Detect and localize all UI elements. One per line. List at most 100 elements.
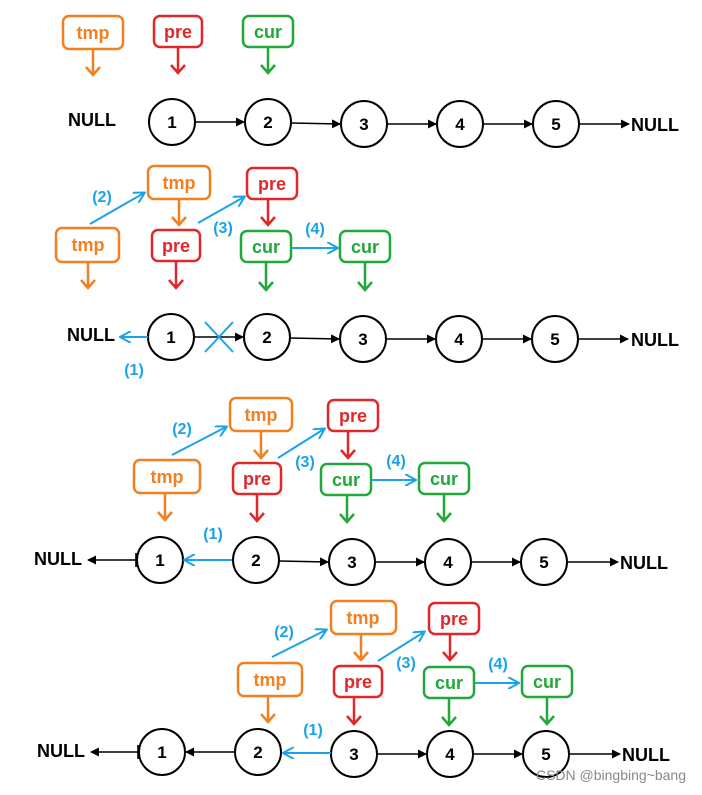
pointer-label: cur xyxy=(252,237,280,257)
down-arrow-icon xyxy=(436,495,452,523)
node-label: 5 xyxy=(550,330,559,349)
pointer-label: cur xyxy=(332,470,360,490)
pre-pointer-old: pre xyxy=(332,664,384,726)
node-label: 2 xyxy=(251,551,260,570)
step-arrow xyxy=(277,429,324,459)
node-label: 4 xyxy=(443,553,453,572)
node-label: 1 xyxy=(166,328,175,347)
row-1: NULL 1 2 3 4 5 NULL tmp pre cur xyxy=(61,14,679,148)
null-label: NULL xyxy=(620,553,668,573)
down-arrow-icon xyxy=(260,697,276,724)
row-3: NULL 1 2 3 4 5 (1) NULL tmp (2) tmp xyxy=(34,396,668,586)
node-label: 5 xyxy=(541,745,550,764)
down-arrow-icon xyxy=(441,699,457,727)
pointer-label: tmp xyxy=(72,235,105,255)
node-2: 2 xyxy=(244,98,292,146)
down-arrow-icon xyxy=(85,50,101,77)
pointer-label: pre xyxy=(344,672,372,692)
step-label: (1) xyxy=(203,526,223,543)
row-2: NULL 1 2 3 4 5 (1) NULL tmp (2) tmp xyxy=(54,164,679,379)
down-arrow-icon xyxy=(157,494,173,522)
node-4: 4 xyxy=(435,315,483,363)
null-label: NULL xyxy=(37,741,85,761)
down-arrow-icon xyxy=(260,200,276,227)
node-label: 3 xyxy=(358,330,367,349)
step-label: (4) xyxy=(305,221,325,238)
node-label: 3 xyxy=(359,115,368,134)
node-5: 5 xyxy=(531,315,579,363)
pre-pointer-new: pre xyxy=(326,398,380,460)
node-3: 3 xyxy=(328,538,376,586)
pointer-label: tmp xyxy=(151,467,184,487)
step-label: (2) xyxy=(172,421,192,438)
node-1: 1 xyxy=(138,728,186,776)
pointer-label: cur xyxy=(435,673,463,693)
node-2: 2 xyxy=(234,728,282,776)
node-1: 1 xyxy=(148,98,196,146)
node-2: 2 xyxy=(243,313,291,361)
node-label: 4 xyxy=(454,330,464,349)
step-arrow xyxy=(377,632,424,662)
step-arrow xyxy=(89,193,144,225)
node-4: 4 xyxy=(426,730,474,778)
pre-pointer-new: pre xyxy=(245,166,299,227)
cut-cross-icon xyxy=(204,321,234,353)
step-label: (2) xyxy=(92,189,112,206)
pointer-label: pre xyxy=(162,236,190,256)
node-1: 1 xyxy=(147,313,195,361)
row-4: NULL 1 2 3 4 5 (1) NULL tmp (2) tmp xyxy=(37,599,670,778)
step-label: (4) xyxy=(386,453,406,470)
tmp-pointer-new: tmp xyxy=(228,396,294,460)
node-4: 4 xyxy=(424,538,472,586)
null-label: NULL xyxy=(622,745,670,765)
step-label: (3) xyxy=(213,220,233,237)
node-label: 2 xyxy=(263,113,272,132)
pointer-label: cur xyxy=(533,672,561,692)
step-label: (1) xyxy=(124,362,144,379)
node-label: 4 xyxy=(455,115,465,134)
down-arrow-icon xyxy=(357,263,373,292)
node-label: 2 xyxy=(253,743,262,762)
pointer-label: pre xyxy=(440,609,468,629)
link-arrow xyxy=(290,119,341,129)
tmp-pointer: tmp xyxy=(61,14,125,77)
down-arrow-icon xyxy=(353,635,369,662)
pre-pointer-new: pre xyxy=(427,601,481,662)
link-arrow xyxy=(289,334,340,344)
pointer-label: tmp xyxy=(347,608,380,628)
node-1: 1 xyxy=(136,536,184,584)
node-label: 1 xyxy=(155,551,164,570)
tmp-pointer-new: tmp xyxy=(146,164,212,227)
down-arrow-icon xyxy=(80,263,96,290)
down-arrow-icon xyxy=(168,262,184,290)
pointer-label: cur xyxy=(254,22,282,42)
step-label: (3) xyxy=(295,454,315,471)
node-label: 4 xyxy=(445,745,455,764)
node-3: 3 xyxy=(339,315,387,363)
step-label: (4) xyxy=(488,656,508,673)
cur-pointer-new: cur xyxy=(338,229,392,292)
down-arrow-icon xyxy=(340,432,356,460)
down-arrow-icon xyxy=(170,48,186,75)
null-label: NULL xyxy=(34,549,82,569)
node-label: 5 xyxy=(551,115,560,134)
null-label: NULL xyxy=(631,115,679,135)
node-3: 3 xyxy=(340,100,388,148)
cur-pointer-old: cur xyxy=(239,229,293,292)
link-arrow xyxy=(278,557,329,567)
node-5: 5 xyxy=(520,538,568,586)
cur-pointer: cur xyxy=(241,14,295,75)
pointer-label: tmp xyxy=(245,405,278,425)
pointer-label: tmp xyxy=(254,670,287,690)
node-label: 1 xyxy=(157,743,166,762)
pointer-label: tmp xyxy=(77,23,110,43)
tmp-pointer-old: tmp xyxy=(132,458,202,522)
step-label: (3) xyxy=(396,655,416,672)
down-arrow-icon xyxy=(346,698,362,726)
pointer-label: pre xyxy=(258,174,286,194)
step-arrow xyxy=(171,427,226,456)
step-label: (1) xyxy=(303,722,323,739)
node-5: 5 xyxy=(532,100,580,148)
pointer-label: cur xyxy=(430,469,458,489)
node-label: 3 xyxy=(347,553,356,572)
